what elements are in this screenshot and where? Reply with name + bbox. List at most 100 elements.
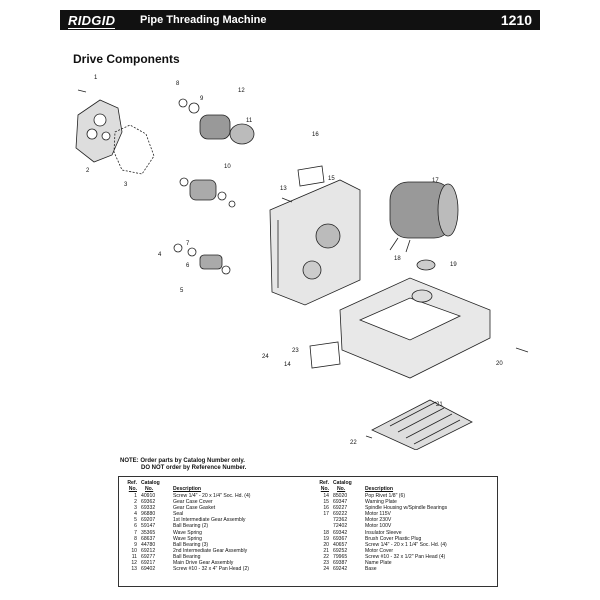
exploded-parts-diagram: 1 2 3 4 5 6 7 8 9 10 11 12 13 14 15 16 1… <box>75 75 529 450</box>
ref-number: 22 <box>323 553 329 560</box>
ref-number: 24 <box>323 566 329 573</box>
catalog-header: Catalog <box>333 480 352 486</box>
table-row: 4 96880 Seal <box>123 511 309 517</box>
catalog-number: 69252 <box>333 547 348 554</box>
ref-no-header: No. <box>320 486 329 492</box>
catalog-number: 69227 <box>333 505 348 512</box>
part-description: Screw #10 - 32 x 4" Pan Head (2) <box>173 566 249 573</box>
part-description: Gear Case Cover <box>173 499 213 506</box>
ref-number: 7 <box>134 529 137 536</box>
ref-number: 3 <box>134 505 137 512</box>
callout-14: 14 <box>284 362 291 368</box>
catalog-number: 69222 <box>333 511 348 518</box>
catalog-number: 35365 <box>141 529 156 536</box>
part-description: Screw 1/4" - 20 x 1/4" Soc. Hd. (4) <box>173 493 251 499</box>
part-description: Warning Plate <box>365 499 397 506</box>
table-row: 22 79965 Screw #10 - 32 x 1/2" Pan Head (4… <box>315 554 495 560</box>
catalog-number: 69207 <box>141 517 156 524</box>
table-row: 3 69332 Gear Case Gasket <box>123 505 309 511</box>
catalog-number: 69387 <box>333 560 348 567</box>
callout-20: 20 <box>496 361 503 367</box>
callout-13: 13 <box>280 186 287 192</box>
callout-8: 8 <box>176 81 180 87</box>
catalog-number: 79965 <box>333 553 348 560</box>
part-description: Screw #10 - 32 x 1/2" Pan Head (4) <box>365 553 446 560</box>
part-description: Motor 115V <box>365 511 391 518</box>
ref-number: 5 <box>134 517 137 524</box>
order-note: NOTE: Order parts by Catalog Number only… <box>120 458 246 472</box>
note-line-1: NOTE: Order parts by Catalog Number only… <box>120 458 245 464</box>
brand-logo: RIDGID <box>68 13 116 29</box>
part-description: Main Drive Gear Assembly <box>173 560 234 567</box>
machine-title: Pipe Threading Machine <box>140 14 267 26</box>
catalog-header: Catalog <box>141 480 160 486</box>
part-description: Seal <box>173 511 184 518</box>
catalog-number: 69332 <box>141 505 156 512</box>
callout-15: 15 <box>328 176 335 182</box>
main-drive-gear <box>199 114 231 140</box>
catalog-number: 69402 <box>141 566 156 573</box>
table-header: Ref. No. Catalog No. Description <box>123 480 309 493</box>
ref-number: 12 <box>131 560 137 567</box>
ref-number: 11 <box>131 553 137 560</box>
callout-11: 11 <box>246 118 253 124</box>
catalog-number: 69242 <box>333 566 348 573</box>
catalog-number: 40910 <box>141 493 156 499</box>
table-row: 15 69347 Warning Plate <box>315 499 495 505</box>
ref-number: 16 <box>323 505 329 512</box>
callout-6: 6 <box>186 263 190 269</box>
catalog-number: 69277 <box>141 553 156 560</box>
part-description: 1st Intermediate Gear Assembly <box>173 517 246 524</box>
catalog-number: 69347 <box>333 499 348 506</box>
part-description: Ball Bearing (3) <box>173 541 209 548</box>
diagram-callouts: 1 2 3 4 5 6 7 8 9 10 11 12 13 14 15 16 1… <box>86 75 503 446</box>
callout-4: 4 <box>158 252 162 258</box>
catalog-number: 69367 <box>333 535 348 542</box>
callout-1: 1 <box>94 75 98 81</box>
callout-5: 5 <box>180 288 184 294</box>
part-description: Gear Case Gasket <box>173 505 216 512</box>
callout-18: 18 <box>394 256 401 262</box>
description-header: Description <box>365 486 394 492</box>
ref-number: 8 <box>134 535 137 542</box>
catalog-number: 85020 <box>333 493 348 499</box>
callout-12: 12 <box>238 88 245 94</box>
table-row: 11 69277 Ball Bearing <box>123 554 309 560</box>
callout-21: 21 <box>436 402 443 408</box>
callout-10: 10 <box>224 164 231 170</box>
part-description: Ball Bearing <box>173 553 201 560</box>
brush-cover-plug <box>416 259 436 271</box>
part-description: Brush Cover Plastic Plug <box>365 535 422 542</box>
catalog-number: 96880 <box>141 511 156 518</box>
part-description: Spindle Housing w/Spindle Bearings <box>365 505 448 512</box>
callout-3: 3 <box>124 182 128 188</box>
ref-number: 19 <box>323 535 329 542</box>
section-title: Drive Components <box>73 52 180 66</box>
callout-23: 23 <box>292 348 299 354</box>
part-description: 2nd Intermediate Gear Assembly <box>173 547 248 554</box>
description-header: Description <box>173 486 202 492</box>
ref-number: 4 <box>134 511 137 518</box>
table-header: Ref. No. Catalog No. Description <box>315 480 495 493</box>
second-intermediate-gear <box>189 179 217 201</box>
gear-case-cover <box>75 99 123 163</box>
part-description: Screw 1/4" - 20 x 1 1/4" Soc. Hd. (4) <box>365 541 447 548</box>
spindle-housing <box>269 179 361 306</box>
page-header: RIDGID Pipe Threading Machine 1210 <box>60 10 540 30</box>
gear-case-gasket <box>113 124 155 175</box>
callout-7: 7 <box>186 241 190 247</box>
callout-17: 17 <box>432 178 439 184</box>
ref-number: 15 <box>323 499 329 506</box>
part-description: Motor Cover <box>365 547 394 554</box>
